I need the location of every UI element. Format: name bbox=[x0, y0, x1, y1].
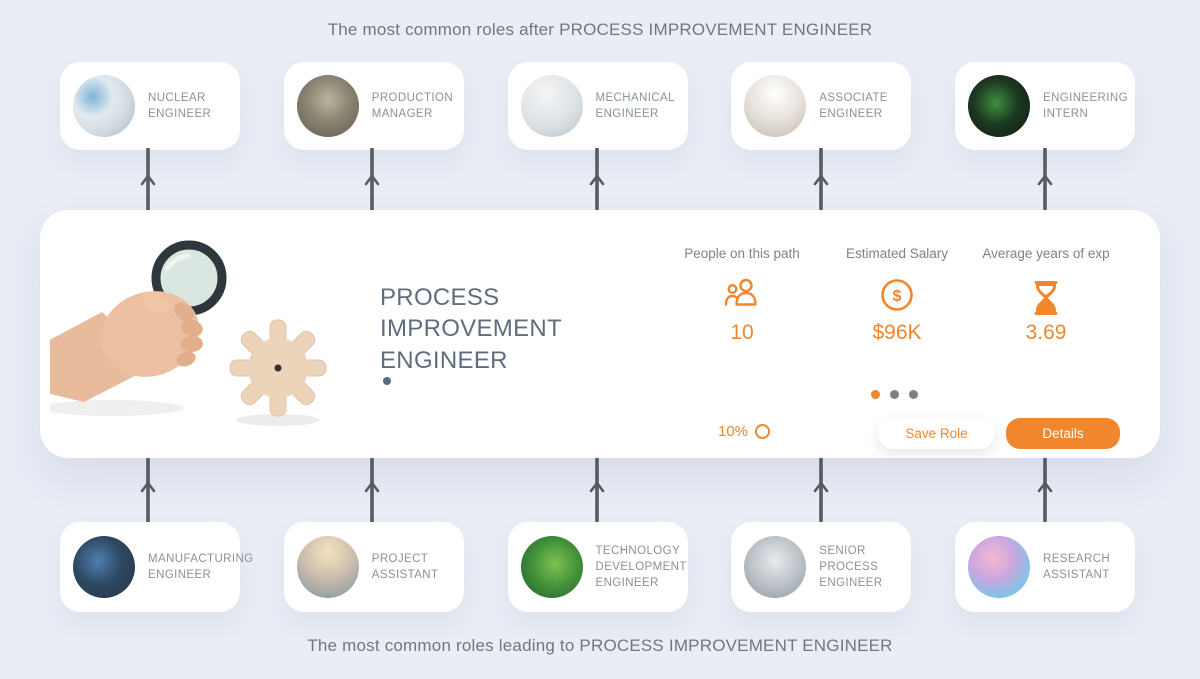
hourglass-icon bbox=[961, 280, 1131, 318]
role-card-project-assistant[interactable]: PROJECT ASSISTANT bbox=[283, 522, 464, 612]
up-arrow-icon bbox=[140, 148, 156, 210]
pagination-dot[interactable] bbox=[909, 390, 918, 399]
role-card-label: NUCLEAR ENGINEER bbox=[148, 91, 212, 120]
up-arrow-icon bbox=[364, 148, 380, 210]
role-card-label: MECHANICAL ENGINEER bbox=[595, 91, 675, 120]
drafting-tools-photo bbox=[520, 75, 583, 137]
role-card-senior-process-engineer[interactable]: SENIOR PROCESS ENGINEER bbox=[731, 522, 912, 612]
role-card-label: SENIOR PROCESS ENGINEER bbox=[819, 544, 883, 590]
role-card-label: PROJECT ASSISTANT bbox=[371, 552, 439, 581]
role-card-engineering-intern[interactable]: ENGINEERING INTERN bbox=[955, 62, 1135, 150]
test-tubes-photo bbox=[968, 536, 1030, 598]
dollar-circle-icon: $ bbox=[812, 277, 982, 315]
roles-after-row: NUCLEAR ENGINEER PRODUCTION MANAGER MECH… bbox=[60, 62, 1135, 150]
lab-coats-photo bbox=[744, 536, 807, 598]
match-percent: 10% bbox=[718, 423, 749, 440]
factory-machinery-photo bbox=[296, 75, 359, 137]
stat-label: People on this path bbox=[684, 246, 800, 261]
up-arrow-icon bbox=[813, 148, 829, 210]
role-card-mechanical-engineer[interactable]: MECHANICAL ENGINEER bbox=[507, 62, 688, 150]
role-title-dot bbox=[383, 377, 391, 385]
role-card-label: ENGINEERING INTERN bbox=[1043, 91, 1128, 120]
role-card-label: ASSOCIATE ENGINEER bbox=[819, 91, 888, 120]
role-card-label: RESEARCH ASSISTANT bbox=[1043, 552, 1111, 581]
stat-average-years-exp: Average years of exp 3.69 bbox=[961, 246, 1131, 345]
current-role-card: PROCESS IMPROVEMENT ENGINEER People on t… bbox=[40, 210, 1160, 458]
nuclear-control-room-photo bbox=[73, 75, 135, 137]
role-card-technology-development-engineer[interactable]: TECHNOLOGY DEVELOPMENT ENGINEER bbox=[507, 522, 688, 612]
stat-value: $96K bbox=[872, 321, 922, 344]
up-arrow-icon bbox=[813, 458, 829, 522]
roles-after-title: The most common roles after PROCESS IMPR… bbox=[327, 20, 873, 39]
up-arrow-icon bbox=[589, 458, 605, 522]
stat-estimated-salary: Estimated Salary $ $96K bbox=[812, 246, 982, 345]
up-arrow-icon bbox=[1037, 458, 1053, 522]
details-button[interactable]: Details bbox=[1006, 418, 1120, 449]
carousel-pagination bbox=[871, 390, 918, 399]
up-arrow-icon bbox=[140, 458, 156, 522]
role-card-associate-engineer[interactable]: ASSOCIATE ENGINEER bbox=[731, 62, 912, 150]
match-indicator: 10% bbox=[718, 423, 771, 440]
people-icon bbox=[657, 277, 827, 315]
stat-value: 3.69 bbox=[1025, 321, 1067, 344]
magnifier-gear-photo bbox=[50, 240, 327, 426]
pagination-dot[interactable] bbox=[890, 390, 899, 399]
role-card-production-manager[interactable]: PRODUCTION MANAGER bbox=[283, 62, 464, 150]
circuit-board-photo bbox=[520, 536, 583, 598]
role-card-manufacturing-engineer[interactable]: MANUFACTURING ENGINEER bbox=[60, 522, 253, 612]
role-card-label: PRODUCTION MANAGER bbox=[371, 91, 454, 120]
stat-label: Estimated Salary bbox=[845, 246, 949, 261]
up-arrow-icon bbox=[589, 148, 605, 210]
roles-before-title: The most common roles leading to PROCESS… bbox=[307, 636, 893, 655]
stat-value: 10 bbox=[730, 321, 754, 344]
role-card-label: TECHNOLOGY DEVELOPMENT ENGINEER bbox=[595, 544, 687, 590]
up-arrow-icon bbox=[1037, 148, 1053, 210]
role-card-research-assistant[interactable]: RESEARCH ASSISTANT bbox=[955, 522, 1135, 612]
role-card-label: MANUFACTURING ENGINEER bbox=[148, 552, 254, 581]
laser-lab-photo bbox=[968, 75, 1030, 137]
up-arrow-icon bbox=[364, 458, 380, 522]
role-card-nuclear-engineer[interactable]: NUCLEAR ENGINEER bbox=[60, 62, 240, 150]
pagination-dot[interactable] bbox=[871, 390, 880, 399]
current-role-title: PROCESS IMPROVEMENT ENGINEER bbox=[380, 284, 562, 374]
save-role-button[interactable]: Save Role bbox=[878, 418, 995, 449]
stat-label: Average years of exp bbox=[982, 246, 1110, 261]
match-ring-icon bbox=[755, 424, 771, 439]
roles-before-row: MANUFACTURING ENGINEER PROJECT ASSISTANT… bbox=[60, 522, 1135, 612]
svg-text:$: $ bbox=[893, 288, 902, 305]
office-meeting-photo bbox=[744, 75, 807, 137]
warm-office-photo bbox=[296, 536, 359, 598]
factory-floor-photo bbox=[73, 536, 135, 598]
stat-people-on-path: People on this path 10 bbox=[657, 246, 827, 345]
